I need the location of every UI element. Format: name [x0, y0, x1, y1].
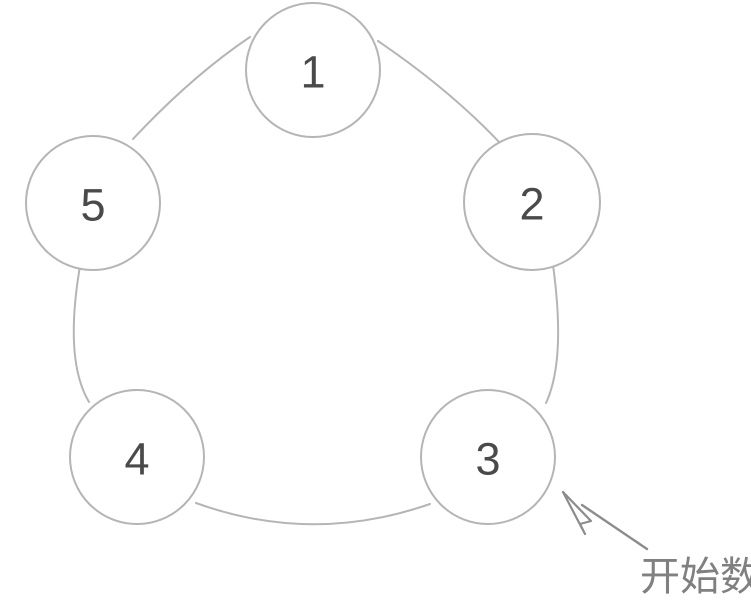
node-3-circle[interactable] [420, 389, 556, 525]
connection-arcs [72, 36, 560, 526]
arc-node4-node5 [72, 265, 90, 403]
node-2-circle[interactable] [463, 133, 601, 271]
node-4-label: 4 [124, 434, 149, 485]
arc-node5-node1 [132, 36, 251, 140]
node-5[interactable]: 5 [25, 135, 161, 271]
node-2[interactable]: 2 [463, 133, 601, 271]
node-5-label: 5 [80, 180, 105, 231]
arc-node1-node2 [377, 40, 501, 144]
node-2-label: 2 [519, 179, 544, 230]
node-4-circle[interactable] [69, 389, 205, 525]
node-1[interactable]: 1 [245, 2, 381, 138]
node-1-circle[interactable] [245, 2, 381, 138]
start-count-annotation: 开始数 [561, 490, 751, 600]
arc-node2-node3 [545, 264, 560, 404]
node-4[interactable]: 4 [69, 389, 205, 525]
node-3-label: 3 [475, 434, 500, 485]
node-3[interactable]: 3 [420, 389, 556, 525]
node-1-label: 1 [300, 47, 325, 98]
annotation-label: 开始数 [640, 554, 751, 600]
annotation-arrow-shaft [580, 503, 649, 551]
node-5-circle[interactable] [25, 135, 161, 271]
annotation-arrow-head-icon [561, 490, 593, 536]
arc-node3-node4 [195, 502, 431, 526]
